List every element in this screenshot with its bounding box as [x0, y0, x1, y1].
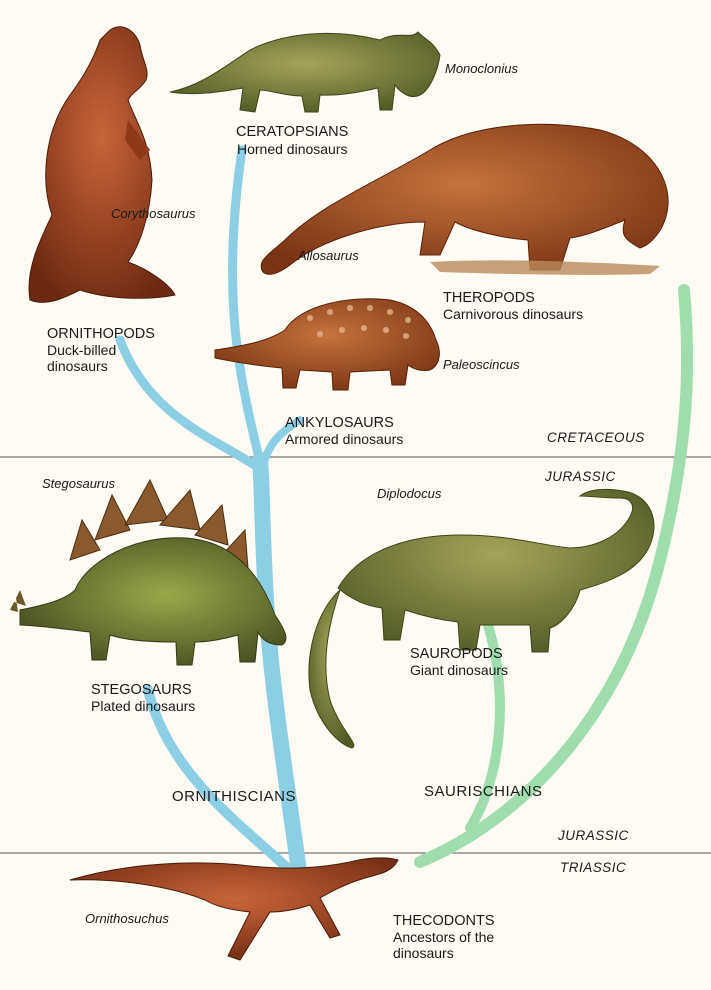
- group-desc-thecodonts-line2: dinosaurs: [393, 945, 454, 961]
- stegosaurus-illustration: [10, 480, 286, 665]
- ornithosuchus-illustration: [70, 858, 398, 960]
- group-desc-stegosaurs: Plated dinosaurs: [91, 698, 195, 714]
- group-desc-ankylosaurs: Armored dinosaurs: [285, 431, 403, 447]
- group-name-sauropods: SAUROPODS: [410, 646, 503, 662]
- species-label-paleoscincus: Paleoscincus: [443, 357, 520, 372]
- group-name-theropods: THEROPODS: [443, 290, 535, 306]
- corythosaurus-illustration: [29, 27, 175, 303]
- species-label-stegosaurus: Stegosaurus: [42, 476, 115, 491]
- monoclonius-illustration: [170, 32, 440, 112]
- group-name-stegosaurs: STEGOSAURS: [91, 682, 192, 698]
- group-name-ceratopsians: CERATOPSIANS: [236, 124, 348, 140]
- period-label-cretaceous: CRETACEOUS: [547, 430, 645, 445]
- paleoscincus-illustration: [215, 299, 439, 390]
- species-label-ornithosuchus: Ornithosuchus: [85, 911, 169, 926]
- species-label-allosaurus: Allosaurus: [297, 248, 359, 263]
- group-desc-ornithopods-line2: dinosaurs: [47, 358, 108, 374]
- group-desc-thecodonts-line1: Ancestors of the: [393, 929, 494, 945]
- period-label-jurassic-top: JURASSIC: [544, 469, 616, 484]
- lineage-label-ornithischians: ORNITHISCIANS: [172, 788, 296, 805]
- group-name-ankylosaurs: ANKYLOSAURS: [285, 415, 394, 431]
- species-label-diplodocus: Diplodocus: [377, 486, 442, 501]
- lineage-label-saurischians: SAURISCHIANS: [424, 783, 543, 800]
- group-name-ornithopods: ORNITHOPODS: [47, 326, 155, 342]
- period-label-jurassic-bottom: JURASSIC: [557, 828, 629, 843]
- group-desc-theropods: Carnivorous dinosaurs: [443, 306, 583, 322]
- group-desc-ceratopsians: Horned dinosaurs: [237, 141, 348, 157]
- group-name-thecodonts: THECODONTS: [393, 913, 495, 929]
- group-desc-sauropods: Giant dinosaurs: [410, 662, 508, 678]
- period-label-triassic: TRIASSIC: [560, 860, 626, 875]
- species-label-monoclonius: Monoclonius: [445, 61, 518, 76]
- group-desc-ornithopods-line1: Duck-billed: [47, 342, 116, 358]
- species-label-corythosaurus: Corythosaurus: [111, 206, 196, 221]
